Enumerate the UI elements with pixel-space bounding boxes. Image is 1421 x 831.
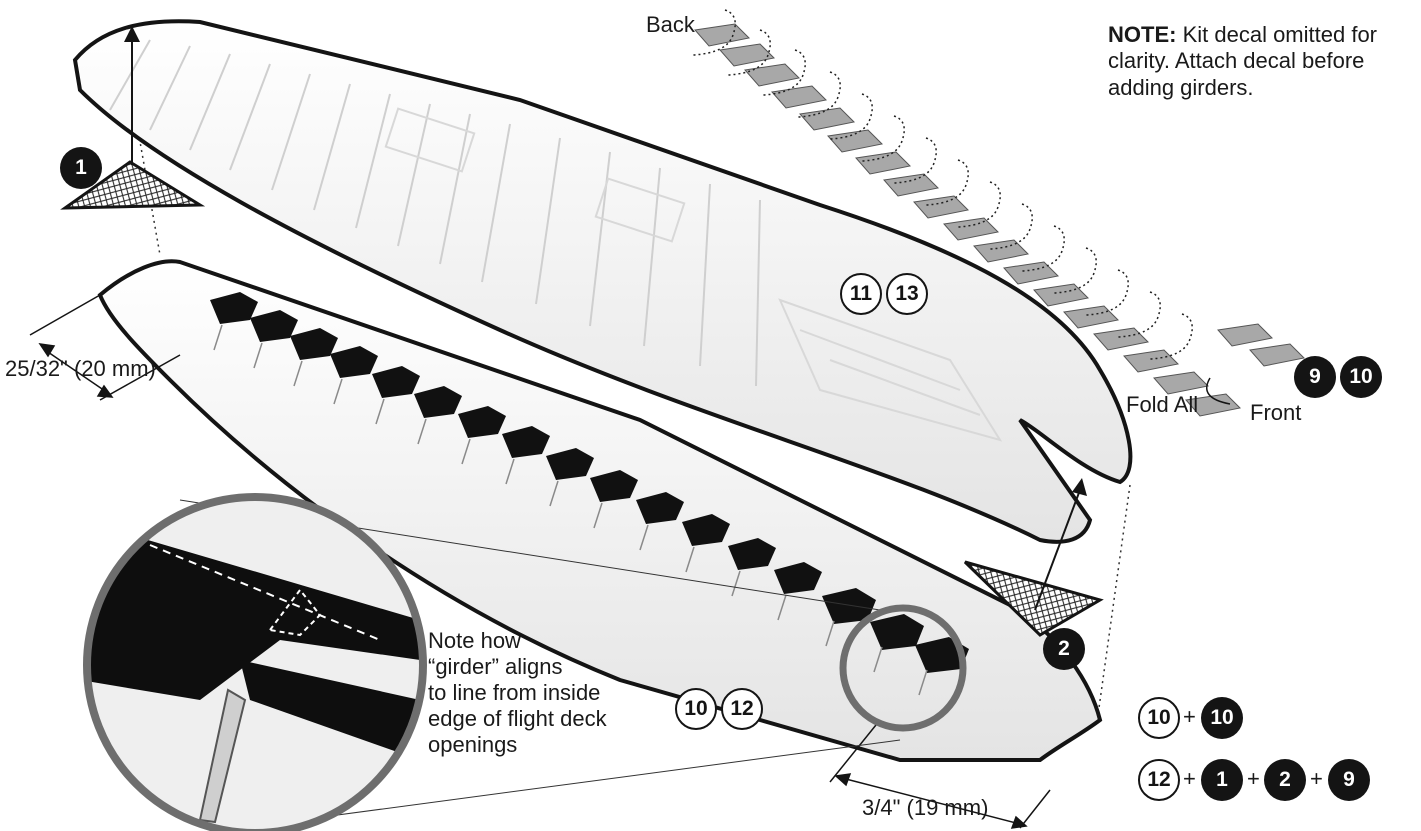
note-label: NOTE: (1108, 22, 1176, 47)
part-badge-2: 2 (1043, 628, 1085, 670)
part-badge-10: 10 (1340, 356, 1382, 398)
part-badge-11: 11 (840, 273, 882, 315)
part-badge-1: 1 (60, 147, 102, 189)
callout-line-2: “girder” aligns (428, 654, 607, 680)
measure-bottom-label: 3/4" (19 mm) (862, 795, 988, 821)
eq2-plus-2: + (1247, 766, 1260, 792)
eq1-badge-10-light: 10 (1138, 697, 1180, 739)
eq2-badge-2: 2 (1264, 759, 1306, 801)
part-badge-12-hull: 12 (721, 688, 763, 730)
callout-line-5: openings (428, 732, 607, 758)
eq2-badge-1: 1 (1201, 759, 1243, 801)
eq2-plus-1: + (1183, 766, 1196, 792)
eq1-badge-10-dark: 10 (1201, 697, 1243, 739)
eq1-plus: + (1183, 704, 1196, 730)
measure-top-label: 25/32" (20 mm) (5, 356, 156, 382)
eq2-badge-9: 9 (1328, 759, 1370, 801)
part-badge-10-hull: 10 (675, 688, 717, 730)
callout-line-1: Note how (428, 628, 607, 654)
part-badge-9: 9 (1294, 356, 1336, 398)
note-text: NOTE: Kit decal omitted for clarity. Att… (1108, 22, 1408, 101)
front-label: Front (1250, 400, 1301, 426)
fold-all-label: Fold All (1126, 392, 1198, 418)
eq2-badge-12: 12 (1138, 759, 1180, 801)
part-badge-13: 13 (886, 273, 928, 315)
eq2-plus-3: + (1310, 766, 1323, 792)
callout-text: Note how “girder” aligns to line from in… (428, 628, 607, 758)
callout-line-3: to line from inside (428, 680, 607, 706)
back-label: Back (646, 12, 695, 38)
callout-line-4: edge of flight deck (428, 706, 607, 732)
